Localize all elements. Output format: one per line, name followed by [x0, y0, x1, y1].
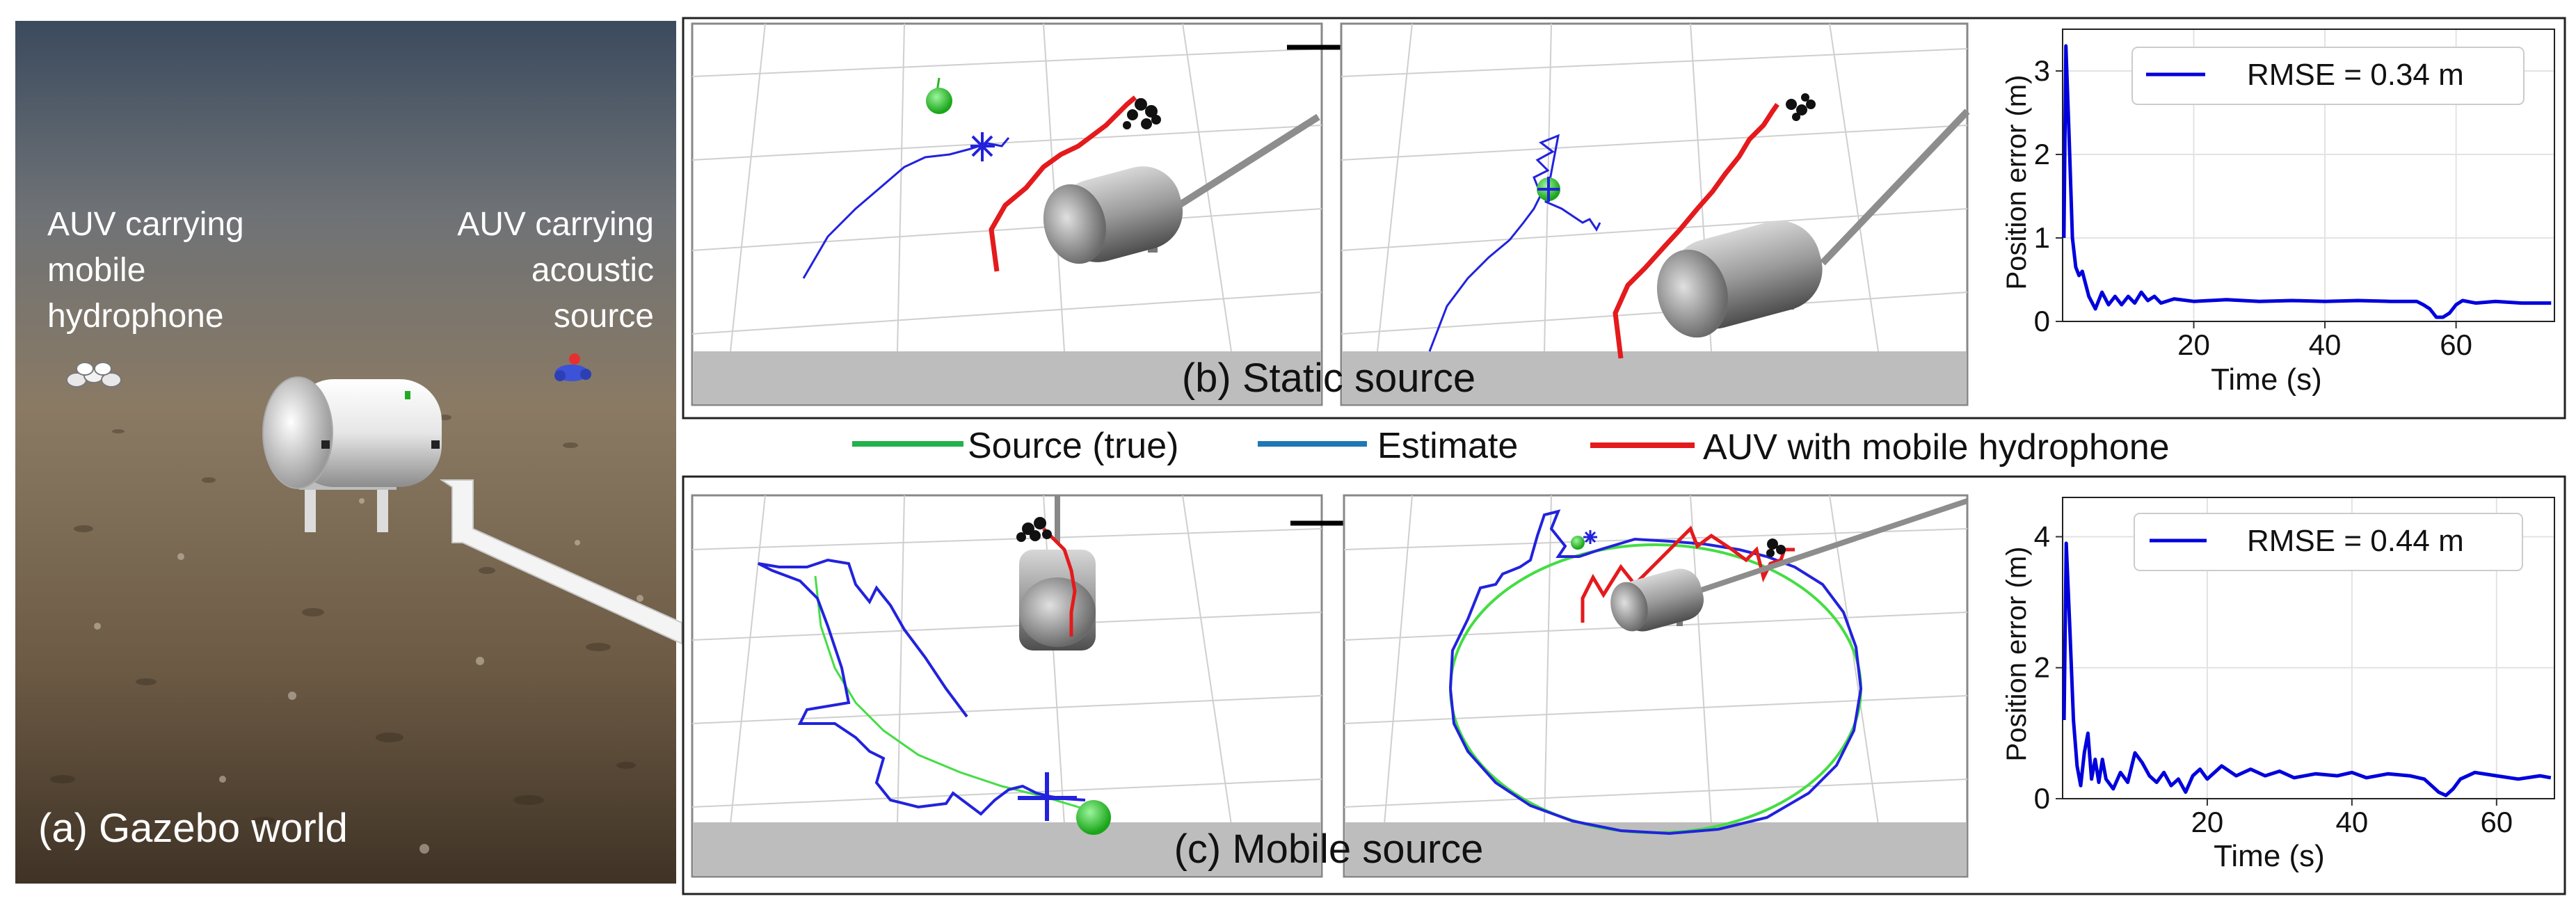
tank-model [1043, 113, 1320, 264]
trajectory-legend: Source (true) Estimate AUV with mobile h… [852, 426, 2170, 468]
source-label-line-3: source [554, 298, 654, 335]
estimate-marker [1018, 772, 1077, 821]
floor-band [1343, 351, 1966, 404]
chart-b-ylabel: Position error (m) [2001, 75, 2032, 290]
hydrophone-label-line-1: AUV carrying [47, 206, 244, 243]
panel-b-snapshot-2 [1340, 22, 1970, 406]
chart-b-legend-label: RMSE = 0.34 m [2247, 58, 2464, 92]
auv-track [1613, 102, 1779, 359]
estimate-track [1449, 509, 1863, 836]
estimate-marker [1537, 177, 1560, 202]
hydrophone-particles [1786, 93, 1816, 121]
estimate-track [758, 558, 1086, 816]
source-true-ball [1571, 536, 1585, 550]
panel-c-caption: (c) Mobile source [1174, 827, 1484, 872]
x-tick-label: 60 [2480, 806, 2513, 838]
seafloor-pebbles [94, 498, 643, 854]
x-tick-label: 20 [2191, 806, 2224, 838]
error-series-line [2062, 541, 2552, 797]
source-true-ball [1076, 800, 1111, 835]
y-tick-label: 1 [2034, 221, 2050, 254]
panel-c-snapshot-1 [691, 494, 1323, 878]
tank-model [262, 376, 682, 645]
ground-grid [691, 495, 1322, 825]
seafloor-texture [50, 415, 636, 825]
legend-source-label: Source (true) [968, 426, 1178, 466]
hydrophone-particles [1016, 517, 1052, 542]
tank-model [1656, 109, 1970, 338]
hydrophone-label-line-2: mobile [47, 252, 145, 289]
source-auv-model [554, 353, 591, 381]
source-label-line-2: acoustic [531, 252, 654, 289]
panel-b-snapshot-1 [691, 22, 1323, 406]
chart-c-xlabel: Time (s) [2214, 839, 2325, 873]
chart-c-ylabel: Position error (m) [2001, 547, 2032, 762]
source-true-ball [926, 88, 952, 114]
y-tick-label: 2 [2034, 138, 2050, 170]
plot-frame [2062, 29, 2555, 322]
ground-grid [1341, 23, 1968, 352]
panel-c-snapshot-2 [1343, 494, 1969, 878]
hydrophone-particles [1123, 98, 1161, 129]
tank-model [1610, 498, 1969, 632]
ground-grid [1343, 495, 1968, 825]
chart-c-legend-label: RMSE = 0.44 m [2247, 524, 2464, 558]
estimate-track [1428, 134, 1601, 352]
estimate-marker [1583, 530, 1597, 544]
panel-b-frame [682, 17, 2566, 420]
x-tick-label: 40 [2336, 806, 2369, 838]
ground-grid [691, 23, 1322, 352]
floor-band [1345, 822, 1966, 875]
tank-model [1019, 550, 1096, 650]
floor-band [694, 822, 1320, 875]
plot-frame [2062, 497, 2555, 799]
y-tick-label: 0 [2034, 305, 2050, 337]
chart-c-legend-box [2134, 513, 2523, 571]
chart-mobile-error: 20 40 60 0 2 4 Position error (m) Time (s) RM… [2001, 497, 2555, 873]
panel-a-gazebo-world: AUV carrying mobile hydrophone AUV carry… [15, 21, 682, 884]
hydrophone-auv-model [66, 362, 122, 388]
y-tick-label: 4 [2034, 520, 2050, 552]
panel-c-frame [682, 475, 2566, 895]
y-tick-label: 0 [2034, 782, 2050, 815]
auv-track [989, 95, 1137, 272]
chart-b-legend-box [2131, 47, 2525, 105]
estimate-marker [970, 132, 995, 161]
hydrophone-particles [1766, 538, 1786, 557]
y-tick-label: 2 [2034, 651, 2050, 684]
x-tick-label: 20 [2177, 328, 2210, 361]
chart-static-error: 20 40 60 0 1 2 3 Position error (m) Time (s) R… [2001, 29, 2555, 397]
estimate-track [802, 137, 1010, 279]
x-tick-label: 60 [2440, 328, 2472, 361]
y-tick-label: 3 [2034, 54, 2050, 87]
floor-band [694, 351, 1320, 404]
hydrophone-label-line-3: hydrophone [47, 298, 224, 335]
chart-b-xlabel: Time (s) [2211, 362, 2322, 397]
legend-auv-label: AUV with mobile hydrophone [1703, 427, 2170, 468]
error-series-line [2062, 44, 2552, 319]
legend-estimate-label: Estimate [1377, 426, 1518, 466]
source-label-line-1: AUV carrying [457, 206, 654, 243]
panel-b-caption: (b) Static source [1182, 356, 1475, 401]
panel-a-caption: (a) Gazebo world [38, 806, 348, 851]
x-tick-label: 40 [2309, 328, 2342, 361]
